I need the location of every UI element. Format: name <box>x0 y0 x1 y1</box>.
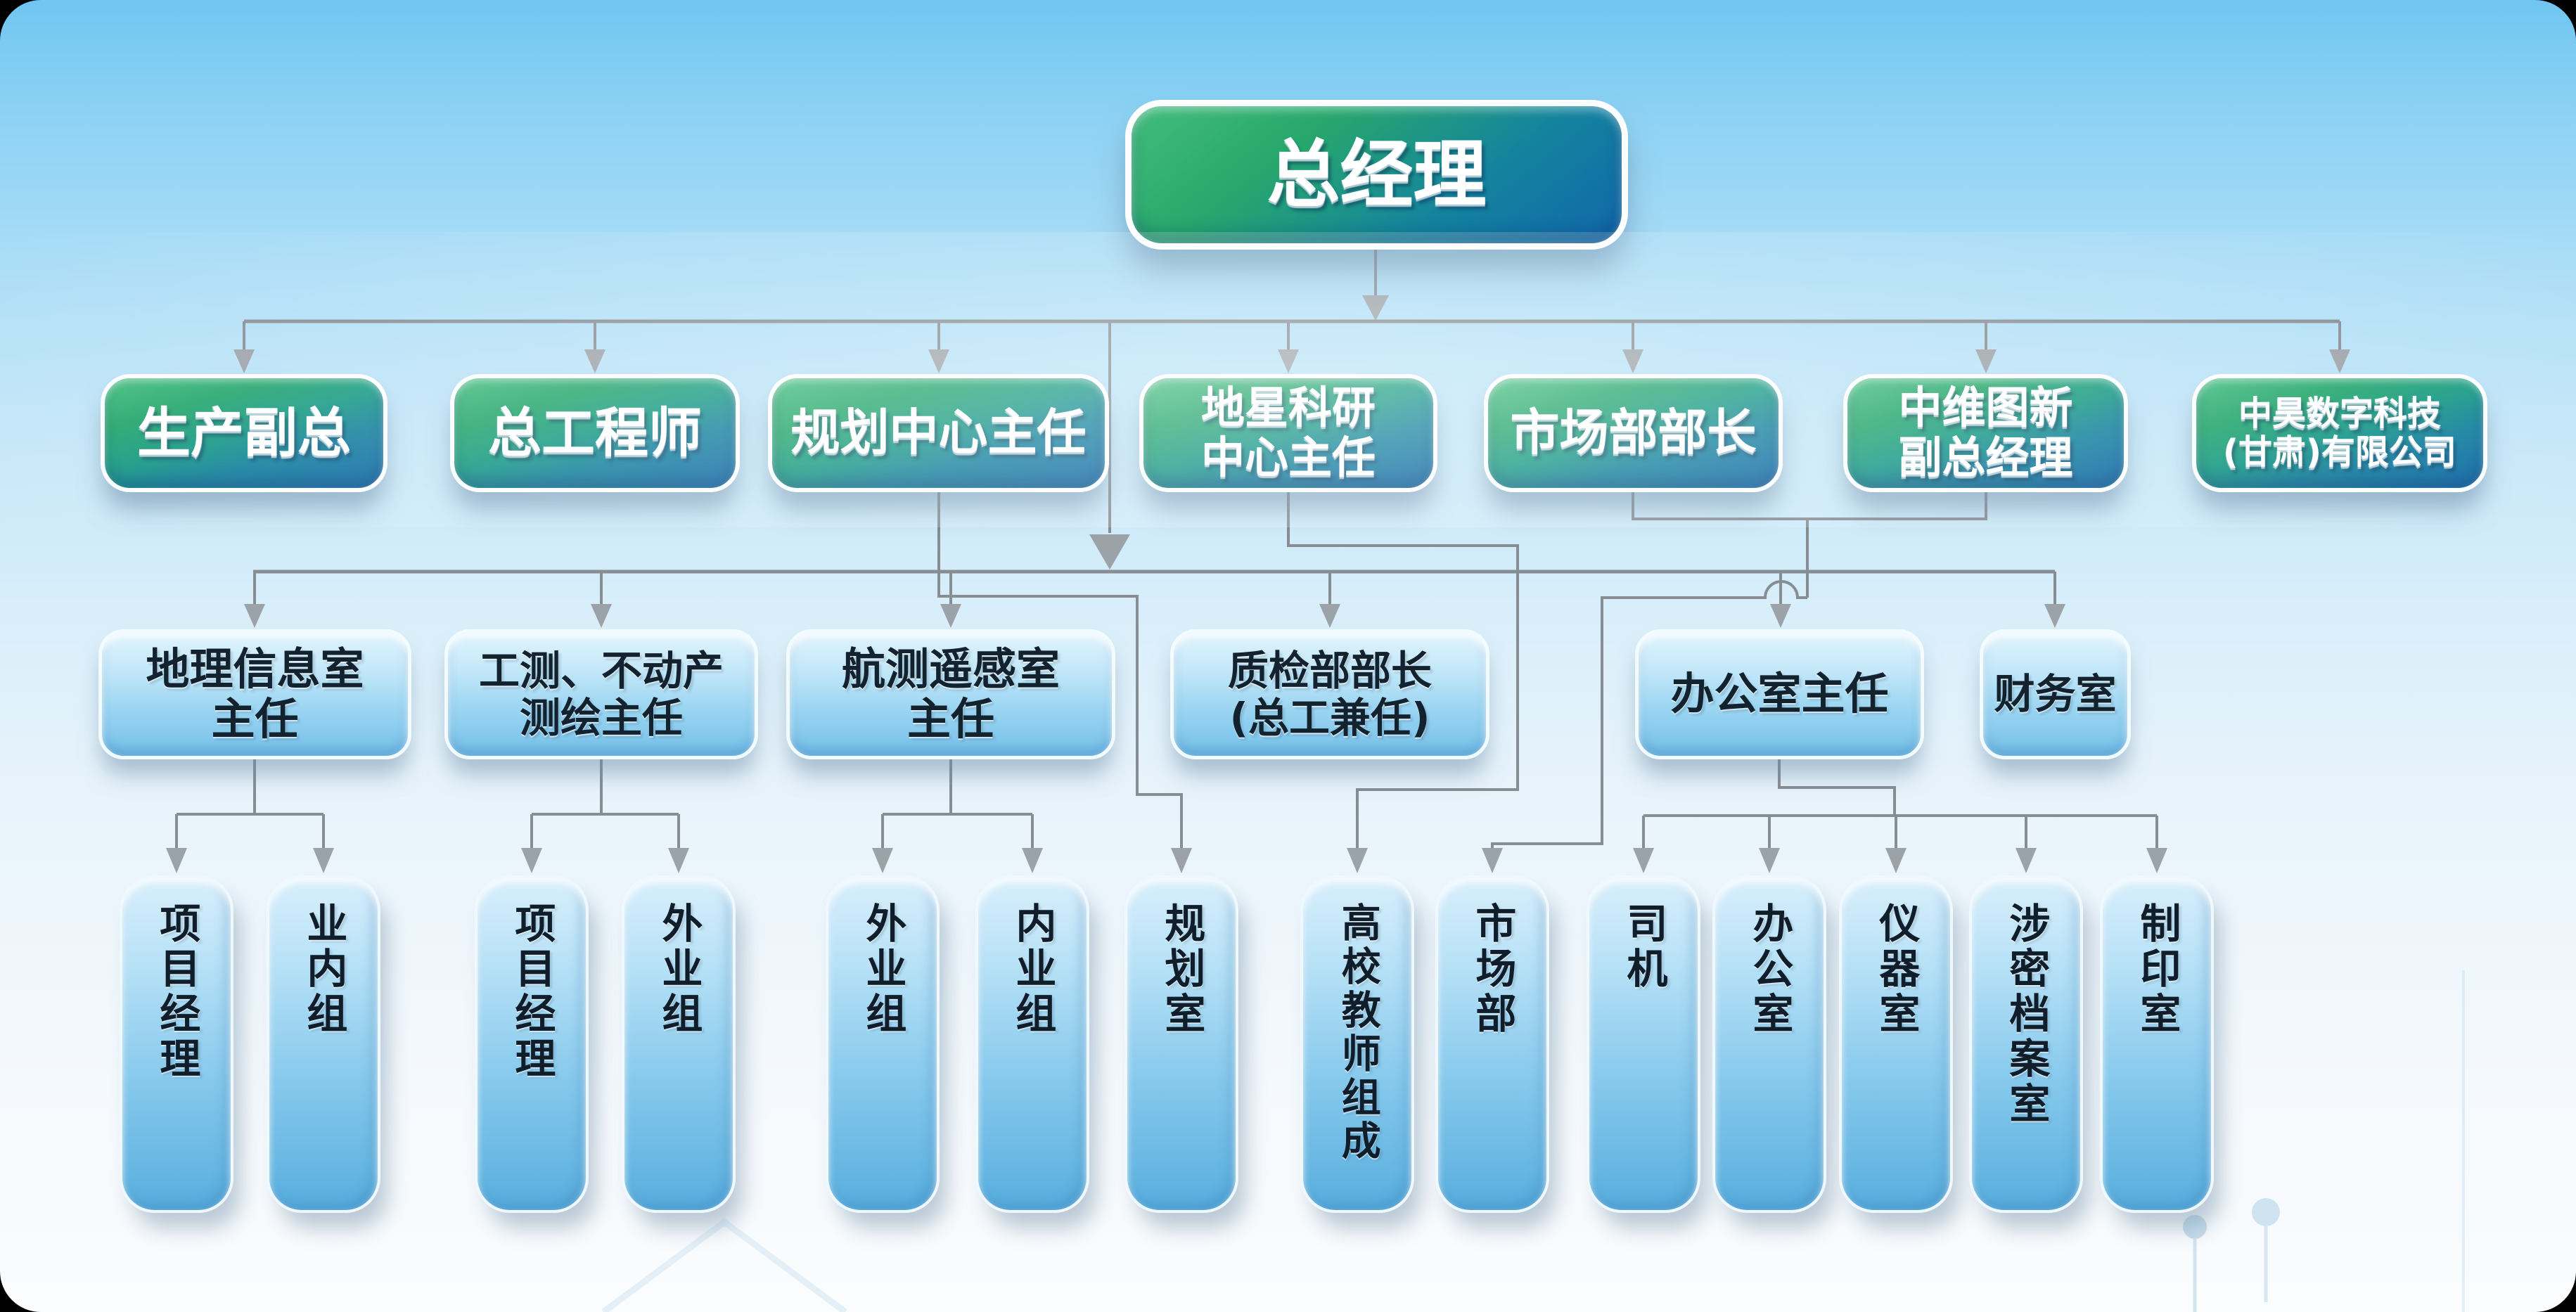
node-driver: 司机 <box>1587 875 1700 1213</box>
node-field-team-survey: 外业组 <box>622 875 736 1213</box>
node-gis-office-director: 地理信息室 主任 <box>98 629 411 759</box>
node-internal-team-gis: 业内组 <box>267 875 380 1213</box>
node-instrument-room: 仪器室 <box>1839 875 1953 1213</box>
connector-tree <box>166 250 2350 873</box>
node-university-teachers-team: 高校教师组成 <box>1300 875 1414 1213</box>
node-printing-room: 制印室 <box>2100 875 2214 1213</box>
node-aerial-remote-sensing-director: 航测遥感室 主任 <box>786 629 1115 759</box>
node-production-vp: 生产副总 <box>101 374 387 492</box>
node-qc-dept-minister: 质检部部长 (总工兼任) <box>1170 629 1489 759</box>
node-survey-realestate-director: 工测、不动产 测绘主任 <box>444 629 758 759</box>
map-pin-icon <box>2252 1198 2280 1302</box>
node-planning-office: 规划室 <box>1124 875 1238 1213</box>
node-chief-engineer: 总工程师 <box>450 374 740 492</box>
map-pin-icon <box>2183 1215 2207 1312</box>
node-zhonghao-company: 中昊数字科技 (甘肃)有限公司 <box>2192 374 2487 492</box>
node-field-team-aerial: 外业组 <box>826 875 940 1213</box>
node-marketing-dept: 市场部 <box>1435 875 1549 1213</box>
node-classified-archives: 涉密档案室 <box>1969 875 2083 1213</box>
node-project-manager-survey: 项目经理 <box>475 875 589 1213</box>
triangle-decoration <box>601 1218 847 1312</box>
node-project-manager-gis: 项目经理 <box>120 875 233 1213</box>
node-planning-center-director: 规划中心主任 <box>768 374 1109 492</box>
node-marketing-dept-minister: 市场部部长 <box>1484 374 1783 492</box>
background-decorations <box>601 970 2465 1312</box>
node-earthstar-research-director: 地星科研 中心主任 <box>1139 374 1437 492</box>
node-office: 办公室 <box>1712 875 1826 1213</box>
node-general-manager: 总经理 <box>1125 100 1628 250</box>
node-zhongwei-deputy-gm: 中维图新 副总经理 <box>1843 374 2128 492</box>
node-office-team-aerial: 内业组 <box>975 875 1089 1213</box>
node-office-director: 办公室主任 <box>1635 629 1924 759</box>
node-finance-office: 财务室 <box>1980 629 2131 759</box>
